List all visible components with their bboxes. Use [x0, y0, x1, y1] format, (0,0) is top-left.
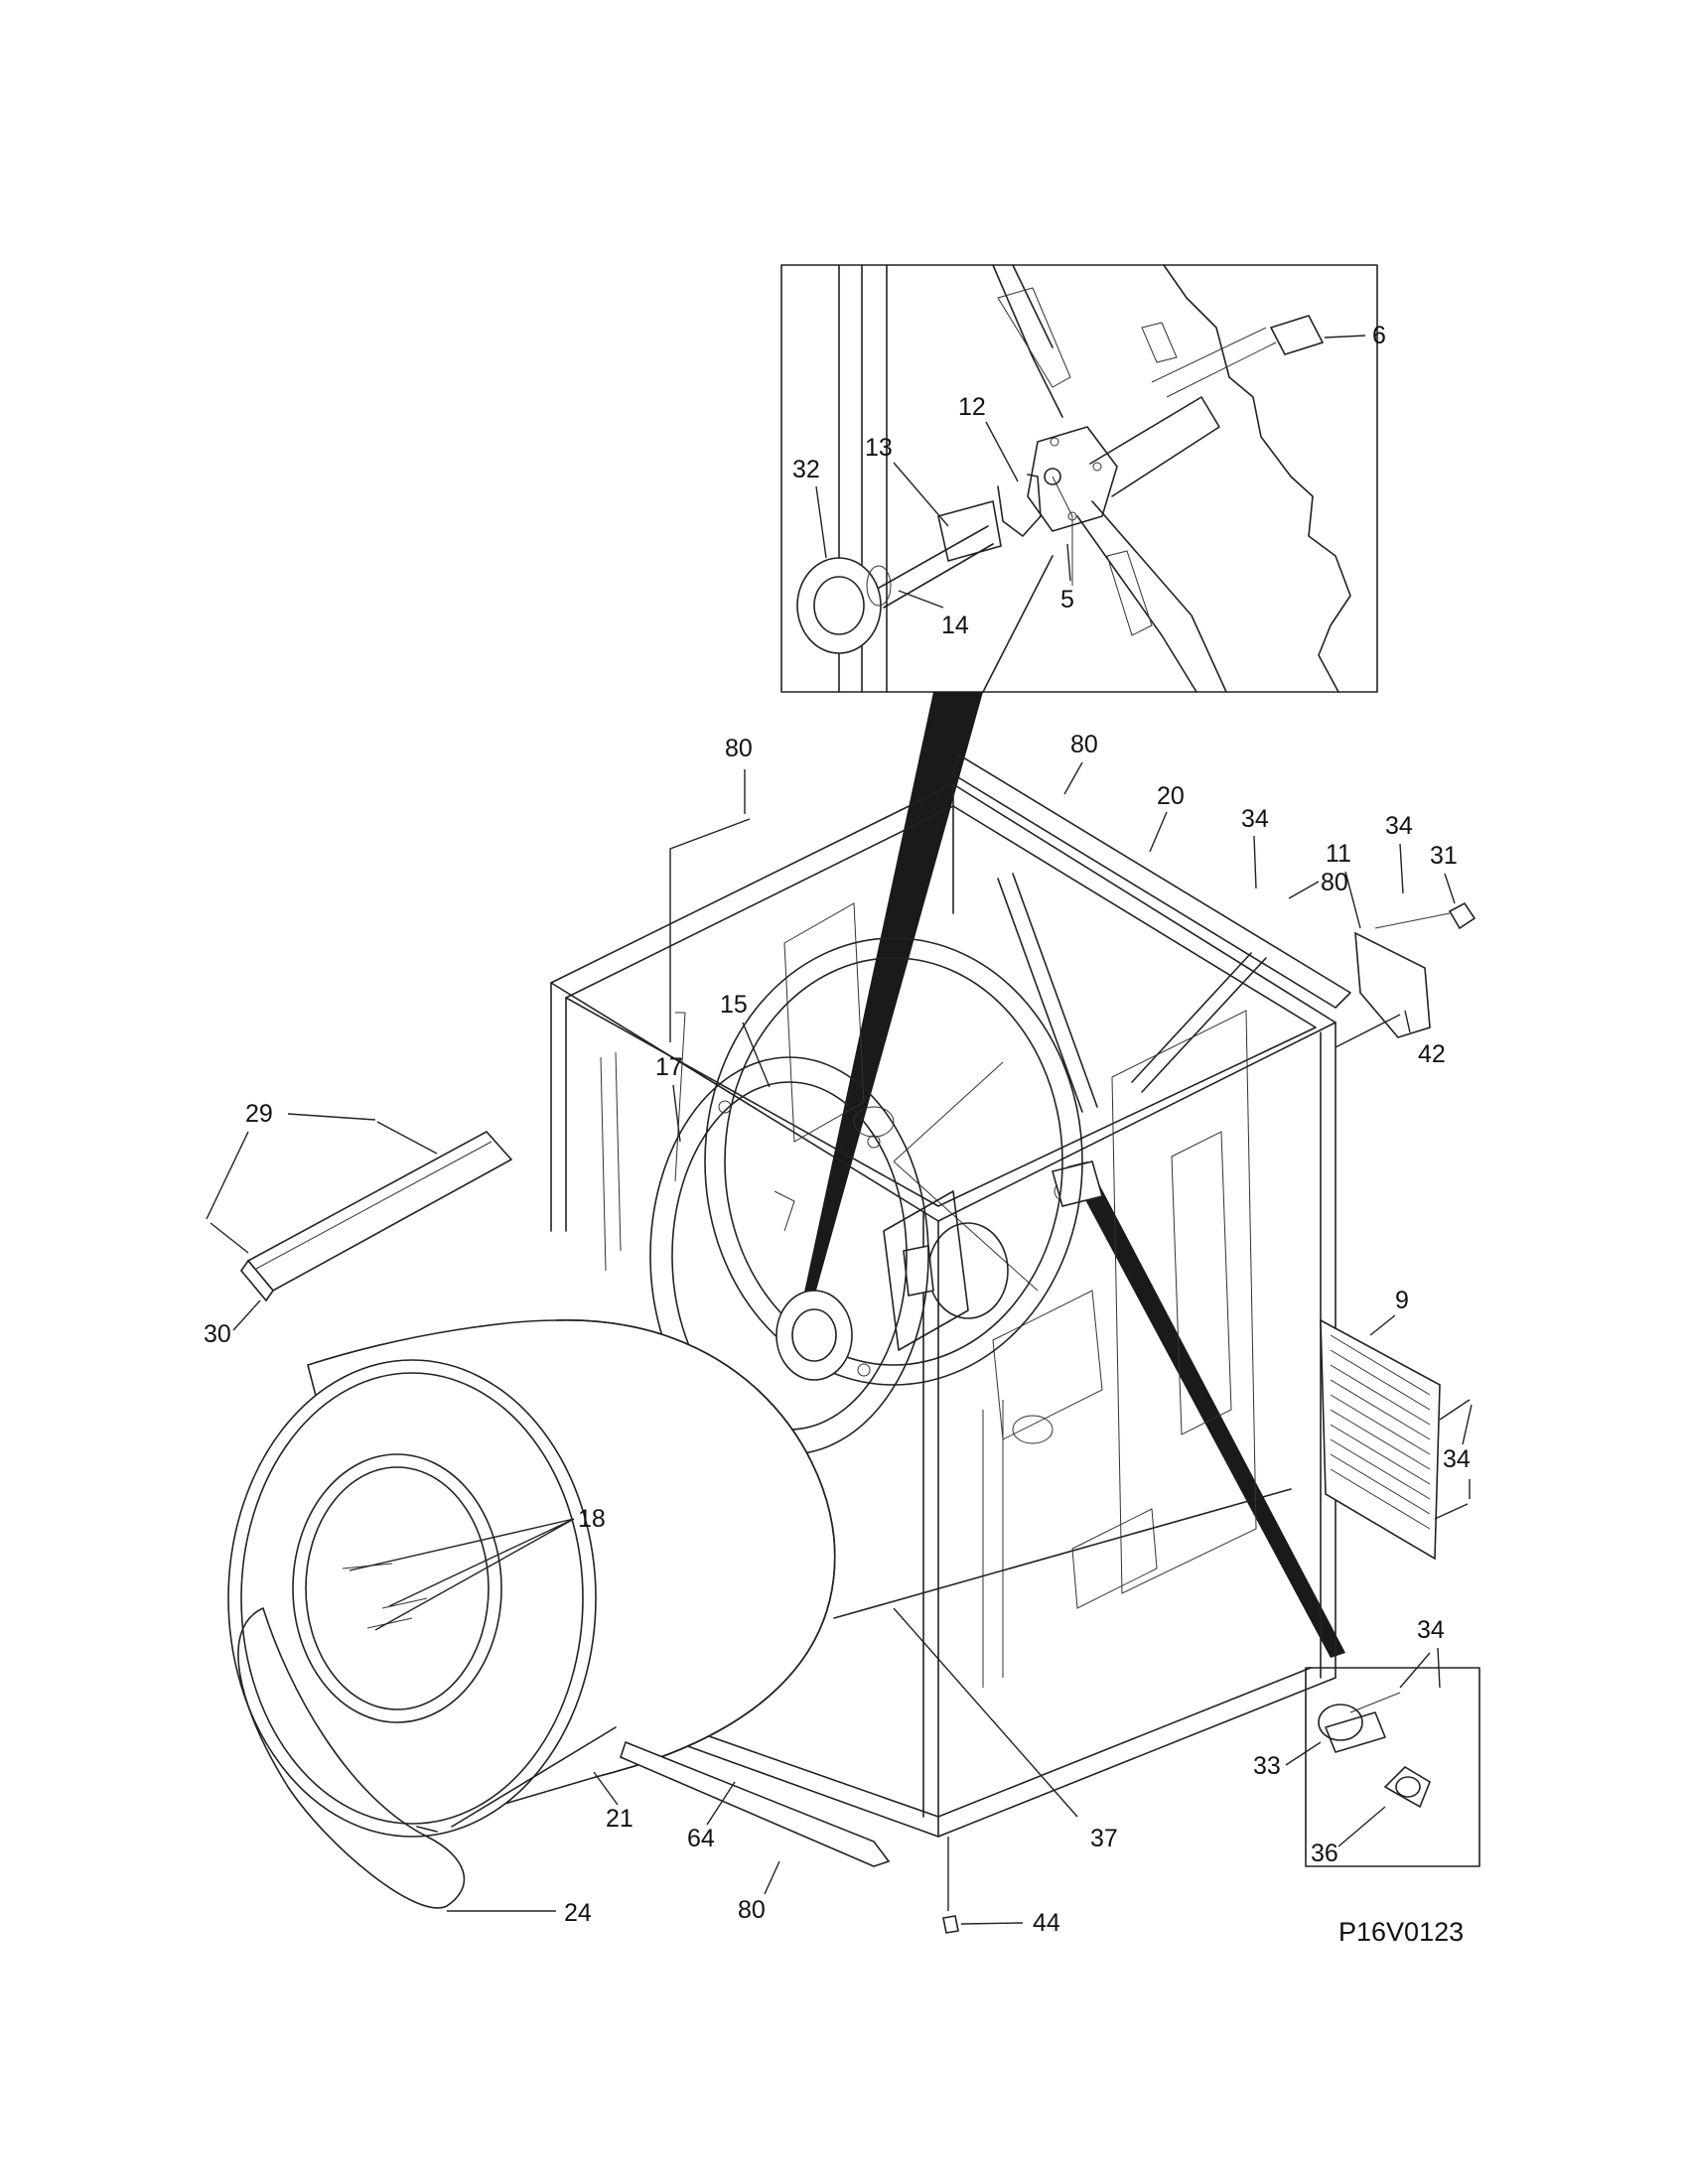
label-part-9: 9 — [1395, 1287, 1409, 1314]
label-part-17: 17 — [655, 1053, 683, 1081]
label-part-42: 42 — [1418, 1040, 1446, 1068]
label-part-32: 32 — [792, 456, 820, 483]
cover-plate — [1354, 901, 1477, 1038]
label-part-64: 64 — [687, 1825, 715, 1852]
label-part-24: 24 — [564, 1899, 592, 1927]
front-drum-seal — [237, 1607, 466, 1909]
label-part-34-cover: 34 — [1385, 812, 1413, 840]
drawing-code: P16V0123 — [1338, 1917, 1464, 1947]
label-part-5: 5 — [1060, 586, 1074, 614]
label-part-34-top: 34 — [1241, 805, 1269, 833]
exhaust-duct — [239, 1130, 513, 1302]
heater-panel — [1320, 1318, 1441, 1561]
label-part-13: 13 — [865, 434, 893, 462]
label-part-20: 20 — [1157, 782, 1185, 810]
label-part-36: 36 — [1311, 1840, 1338, 1867]
thermostat-projection-wedge — [1067, 1161, 1345, 1658]
bearing-detail-inset: 6 12 13 32 14 5 — [780, 264, 1386, 693]
label-part-80-bottom: 80 — [738, 1896, 766, 1924]
label-part-12: 12 — [958, 393, 986, 421]
label-part-80-top-left: 80 — [725, 735, 753, 762]
label-part-30: 30 — [204, 1320, 231, 1348]
cabinet-frame — [550, 753, 1351, 1838]
dryer-drum — [227, 1319, 836, 1838]
label-part-33: 33 — [1253, 1752, 1281, 1780]
label-part-34-thermostat: 34 — [1417, 1616, 1445, 1644]
label-part-31: 31 — [1430, 842, 1458, 870]
label-part-44: 44 — [1033, 1909, 1060, 1937]
label-part-80-right: 80 — [1321, 869, 1348, 896]
label-part-34-heater: 34 — [1443, 1445, 1471, 1473]
label-part-21: 21 — [606, 1805, 633, 1833]
label-part-14: 14 — [941, 612, 969, 639]
label-part-29: 29 — [245, 1100, 273, 1128]
label-part-37: 37 — [1090, 1825, 1118, 1852]
toe-kick-rail — [620, 1740, 891, 1867]
label-part-18: 18 — [578, 1505, 606, 1533]
part-callouts: 80 80 20 34 80 11 34 31 42 15 17 29 30 9… — [204, 731, 1473, 1937]
rear-drum-bulkhead — [704, 937, 1083, 1444]
label-part-6: 6 — [1372, 322, 1386, 349]
label-part-15: 15 — [720, 991, 748, 1019]
label-part-11: 11 — [1326, 840, 1351, 868]
thermostat-detail-inset — [1305, 1667, 1480, 1867]
inset-projection-wedge — [799, 692, 983, 1315]
screw-44 — [942, 1915, 959, 1934]
label-part-80-top-right: 80 — [1070, 731, 1098, 758]
